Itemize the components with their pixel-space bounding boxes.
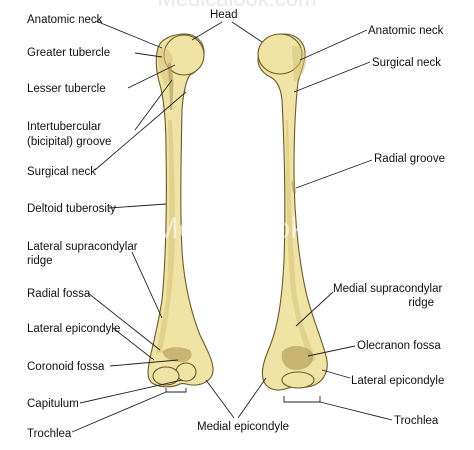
intertubercular-groove [168, 62, 174, 110]
shaft-shading-right [286, 120, 316, 362]
humerus-posterior-view [257, 33, 328, 391]
label-lateral-epicondyle-right: Lateral epicondyle [351, 375, 444, 387]
label-head: Head [210, 9, 238, 21]
leader-trochlea-right [319, 401, 393, 421]
leader-lateral-supracondylar [131, 251, 163, 319]
leader-medial-epicondyle-right [237, 377, 267, 419]
leader-deltoid-tuberosity [108, 203, 167, 209]
label-lesser-tubercle: Lesser tubercle [27, 83, 106, 95]
trochlea-shape-posterior [281, 371, 315, 389]
labels: Head Anatomic neck Greater tubercle Less… [27, 9, 445, 440]
label-trochlea-left: Trochlea [27, 428, 72, 440]
label-surgical-neck-left: Surgical neck [27, 166, 96, 178]
leader-olecranon-fossa [307, 345, 356, 357]
leader-medial-supracondylar [295, 291, 334, 327]
leader-medial-epicondyle-left [205, 379, 235, 419]
trochlea-bracket-right [283, 396, 321, 403]
humerus-anterior-bone [147, 33, 214, 388]
leader-lesser-tubercle [127, 64, 176, 89]
leader-surgical-neck-right [293, 61, 371, 93]
leader-lateral-epicondyle-left [112, 327, 155, 361]
label-coronoid-fossa: Coronoid fossa [27, 361, 105, 373]
label-radial-fossa: Radial fossa [27, 288, 91, 300]
olecranon-fossa-shape [281, 346, 314, 370]
leader-radial-groove [295, 159, 373, 189]
leader-head-right [231, 21, 263, 43]
leader-radial-fossa [87, 292, 161, 351]
leader-coronoid-fossa [109, 359, 179, 367]
watermark-top: Medicalook.com [158, 0, 317, 11]
label-radial-groove: Radial groove [374, 153, 445, 165]
label-intertubercular-line2: (bicipital) groove [27, 136, 111, 148]
radial-coronoid-fossa [162, 347, 192, 362]
label-lateral-supracondylar-line1: Lateral supracondylar [27, 241, 138, 253]
label-trochlea-right: Trochlea [394, 415, 439, 427]
label-surgical-neck-right: Surgical neck [372, 57, 441, 69]
leader-greater-tubercle [134, 52, 163, 58]
shaft-shading-left [156, 120, 175, 355]
leader-intertubercular [134, 79, 173, 131]
label-anatomic-neck-right: Anatomic neck [368, 25, 444, 37]
leader-anatomic-neck-right [299, 29, 368, 61]
leader-anatomic-neck-left [95, 20, 163, 49]
label-greater-tubercle: Greater tubercle [27, 47, 110, 59]
leader-trochlea-left [71, 391, 167, 433]
leader-surgical-neck-left [94, 91, 187, 171]
leader-lines [71, 20, 393, 433]
label-medial-supracondylar-line2: ridge [408, 297, 434, 309]
label-medial-epicondyle: Medial epicondyle [197, 421, 289, 433]
label-lateral-epicondyle-left: Lateral epicondyle [27, 323, 120, 335]
label-capitulum: Capitulum [27, 398, 79, 410]
trochlea-bracket-left [165, 388, 187, 393]
greater-tubercle-posterior [292, 45, 307, 82]
label-deltoid-tuberosity: Deltoid tuberosity [27, 203, 116, 215]
leader-capitulum [79, 379, 183, 404]
humerus-anterior-view [147, 33, 214, 388]
watermark-center: Medicalook.com [154, 212, 371, 245]
label-lateral-supracondylar-line2: ridge [27, 255, 53, 267]
label-medial-supracondylar-line1: Medial supracondylar [333, 283, 442, 295]
label-intertubercular-line1: Intertubercular [27, 121, 101, 133]
leader-head-left [191, 21, 223, 41]
radial-groove-mark [291, 180, 297, 194]
label-olecranon-fossa: Olecranon fossa [357, 340, 441, 352]
label-anatomic-neck-left: Anatomic neck [27, 14, 103, 26]
leader-lateral-epicondyle-right [321, 369, 351, 379]
trochlea-shape-anterior [152, 366, 180, 386]
